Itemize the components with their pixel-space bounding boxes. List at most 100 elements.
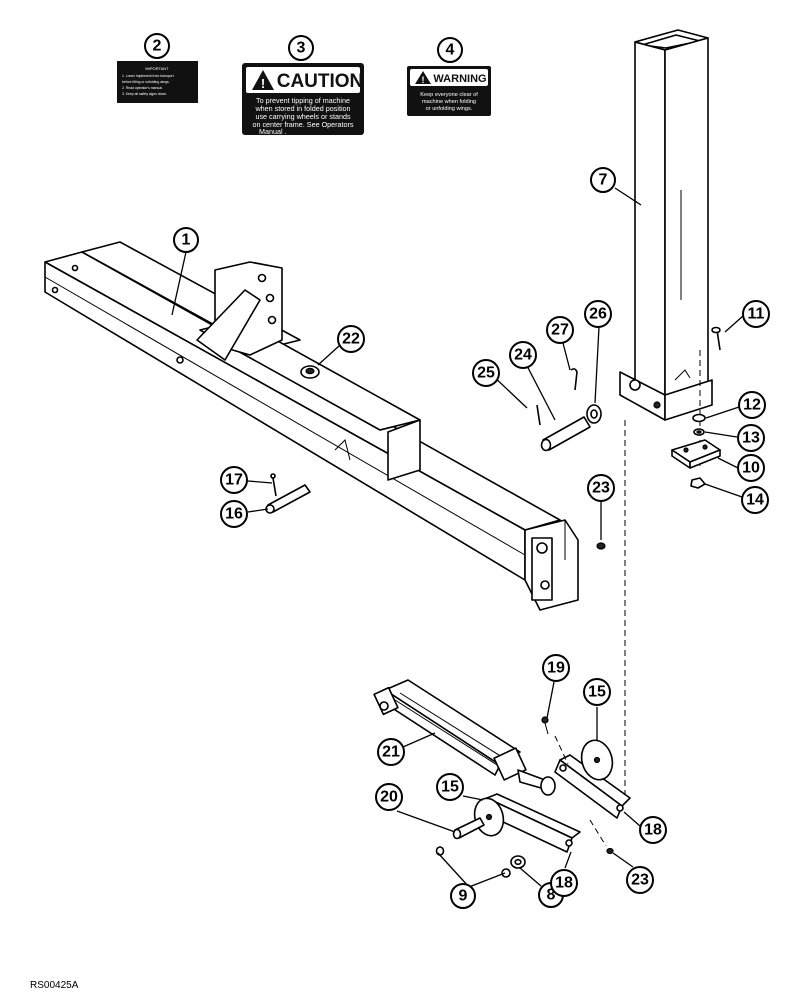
callout-21: 21 <box>377 738 405 766</box>
callout-9: 9 <box>450 883 476 909</box>
svg-text:12: 12 <box>743 397 761 414</box>
stand-tube <box>619 29 713 800</box>
callout-26: 26 <box>584 300 612 328</box>
decal-important-line: 3. Keep all safety signs clean. <box>122 92 167 96</box>
callout-17: 17 <box>220 466 248 494</box>
decal-caution-line: when stored in folded position <box>254 104 350 113</box>
grease-fitting <box>541 716 549 735</box>
callout-4: 4 <box>437 37 463 63</box>
decal-caution: ! CAUTION To prevent tipping of machine … <box>242 63 364 136</box>
nut <box>690 477 706 489</box>
decal-warning-title: WARNING <box>433 73 486 85</box>
callout-19: 19 <box>542 654 570 682</box>
callout-2: 2 <box>144 33 170 59</box>
svg-text:9: 9 <box>459 888 468 905</box>
exclamation-icon: ! <box>261 76 265 91</box>
callout-7: 7 <box>590 167 616 193</box>
callout-15-lower: 15 <box>436 773 464 801</box>
main-frame <box>44 241 579 611</box>
svg-text:22: 22 <box>342 331 360 348</box>
washer <box>692 413 706 423</box>
callout-1: 1 <box>173 227 199 253</box>
hair-pin <box>536 404 541 426</box>
svg-text:27: 27 <box>551 322 569 339</box>
svg-text:23: 23 <box>631 872 649 889</box>
svg-text:15: 15 <box>588 684 606 701</box>
hair-pin <box>270 473 277 497</box>
svg-text:24: 24 <box>514 347 532 364</box>
callout-24: 24 <box>509 341 537 369</box>
svg-text:15: 15 <box>441 779 459 796</box>
callout-12: 12 <box>738 391 766 419</box>
warning-triangle-icon <box>415 71 431 84</box>
hinge-pin <box>540 416 591 452</box>
decal-warning-line: machine when folding <box>422 99 476 105</box>
decal-warning: ! WARNING Keep everyone clear of machine… <box>407 66 491 116</box>
grease-fitting <box>596 542 606 550</box>
callout-16: 16 <box>220 500 248 528</box>
callout-23-upper: 23 <box>587 474 615 502</box>
callout-20: 20 <box>375 783 403 811</box>
svg-text:2: 2 <box>153 38 162 55</box>
svg-text:10: 10 <box>742 460 760 477</box>
warning-triangle-icon <box>252 70 274 90</box>
svg-text:19: 19 <box>547 660 565 677</box>
decal-caution-line: Manual . <box>259 127 287 136</box>
figure-id: RS00425A <box>30 980 79 991</box>
callout-18-right: 18 <box>639 816 667 844</box>
decal-important-line: before lifting or unfolding wings. <box>122 80 170 84</box>
decal-caution-line: use carrying wheels or stands <box>255 112 350 121</box>
svg-text:21: 21 <box>382 744 400 761</box>
spacer-disc-upper <box>580 739 614 781</box>
callout-10: 10 <box>737 454 765 482</box>
decal-warning-line: or unfolding wings. <box>426 106 473 112</box>
callout-25: 25 <box>472 359 500 387</box>
svg-text:17: 17 <box>225 472 243 489</box>
decal-caution-line: on center frame. See Operators <box>252 120 353 129</box>
svg-text:18: 18 <box>555 875 573 892</box>
decal-important-line: 2. Read operator's manual. <box>122 86 163 90</box>
cotter-pin <box>570 368 578 391</box>
washer <box>586 404 602 424</box>
callout-22: 22 <box>337 325 365 353</box>
svg-text:11: 11 <box>748 306 765 323</box>
washer <box>501 855 526 878</box>
callout-11: 11 <box>742 300 770 328</box>
decal-warning-line: Keep everyone clear of <box>420 92 478 98</box>
callout-27: 27 <box>546 316 574 344</box>
callout-23-lower: 23 <box>626 866 654 894</box>
cylinder-pin <box>452 817 485 840</box>
link-bar-lower <box>481 793 581 853</box>
callout-13: 13 <box>737 424 765 452</box>
bolt <box>711 326 721 351</box>
grease-fitting <box>606 847 614 855</box>
decal-important: IMPORTANT 1. Lower implement from transp… <box>117 61 198 103</box>
svg-text:1: 1 <box>182 232 191 249</box>
hydraulic-cylinder <box>373 679 556 796</box>
decal-important-title: IMPORTANT <box>145 66 169 71</box>
svg-text:18: 18 <box>644 822 662 839</box>
lock-washer <box>693 428 705 436</box>
svg-text:3: 3 <box>297 40 306 57</box>
callout-15-upper: 15 <box>583 678 611 706</box>
decal-caution-line: To prevent tipping of machine <box>256 96 350 105</box>
cotter-pin <box>435 846 445 856</box>
svg-text:16: 16 <box>225 506 243 523</box>
svg-text:7: 7 <box>599 172 608 189</box>
svg-text:8: 8 <box>547 887 556 904</box>
frame-pin <box>265 484 311 514</box>
svg-text:26: 26 <box>589 306 607 323</box>
callout-18-lower: 18 <box>550 869 578 897</box>
svg-text:23: 23 <box>592 480 610 497</box>
callout-14: 14 <box>741 486 769 514</box>
callout-3: 3 <box>288 35 314 61</box>
clamp-plate <box>671 439 721 469</box>
exclamation-icon: ! <box>422 75 425 85</box>
svg-text:13: 13 <box>742 430 760 447</box>
svg-text:14: 14 <box>746 492 764 509</box>
svg-text:20: 20 <box>380 789 398 806</box>
decal-caution-title: CAUTION <box>277 71 364 92</box>
svg-text:4: 4 <box>446 42 455 59</box>
nut <box>300 365 320 379</box>
